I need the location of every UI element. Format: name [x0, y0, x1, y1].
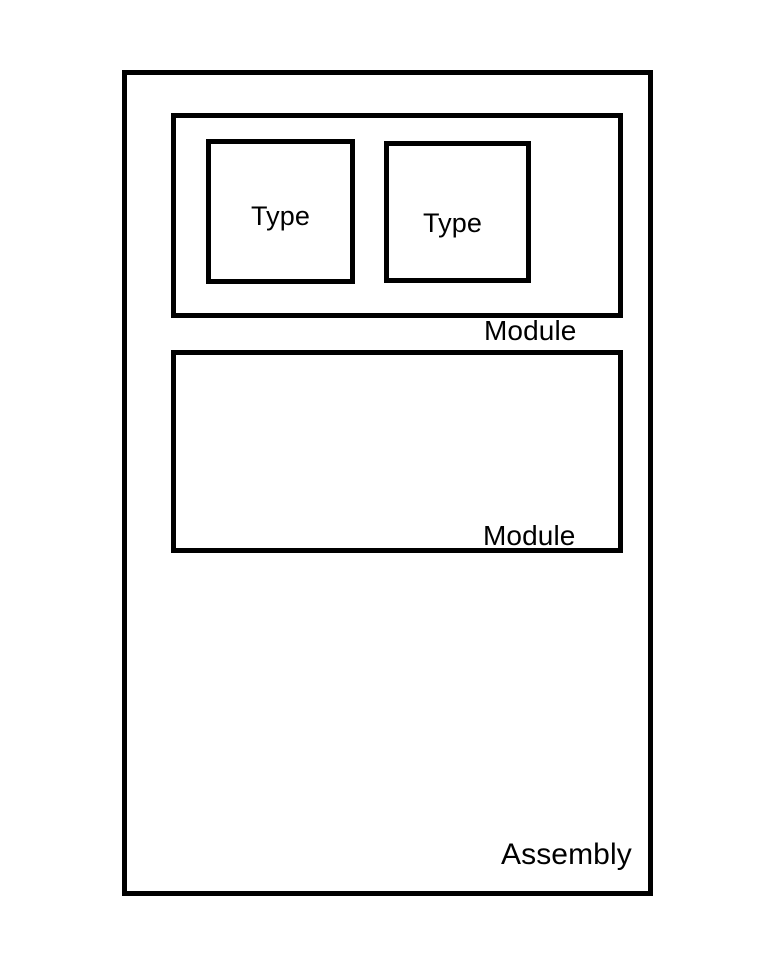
assembly-box-label: Assembly: [501, 838, 632, 871]
type-box-1: Type: [206, 139, 355, 284]
module-box-1-label: Module: [484, 315, 577, 346]
module-box-2: Module: [171, 350, 623, 553]
type-box-2-label: Type: [423, 208, 482, 238]
type-box-2: Type: [384, 141, 531, 283]
module-box-1: Type Type Module: [171, 113, 623, 345]
module-box-2-label: Module: [483, 520, 576, 551]
type-box-1-label: Type: [251, 201, 310, 231]
assembly-box: Type Type Module Module Assembly: [122, 70, 653, 896]
